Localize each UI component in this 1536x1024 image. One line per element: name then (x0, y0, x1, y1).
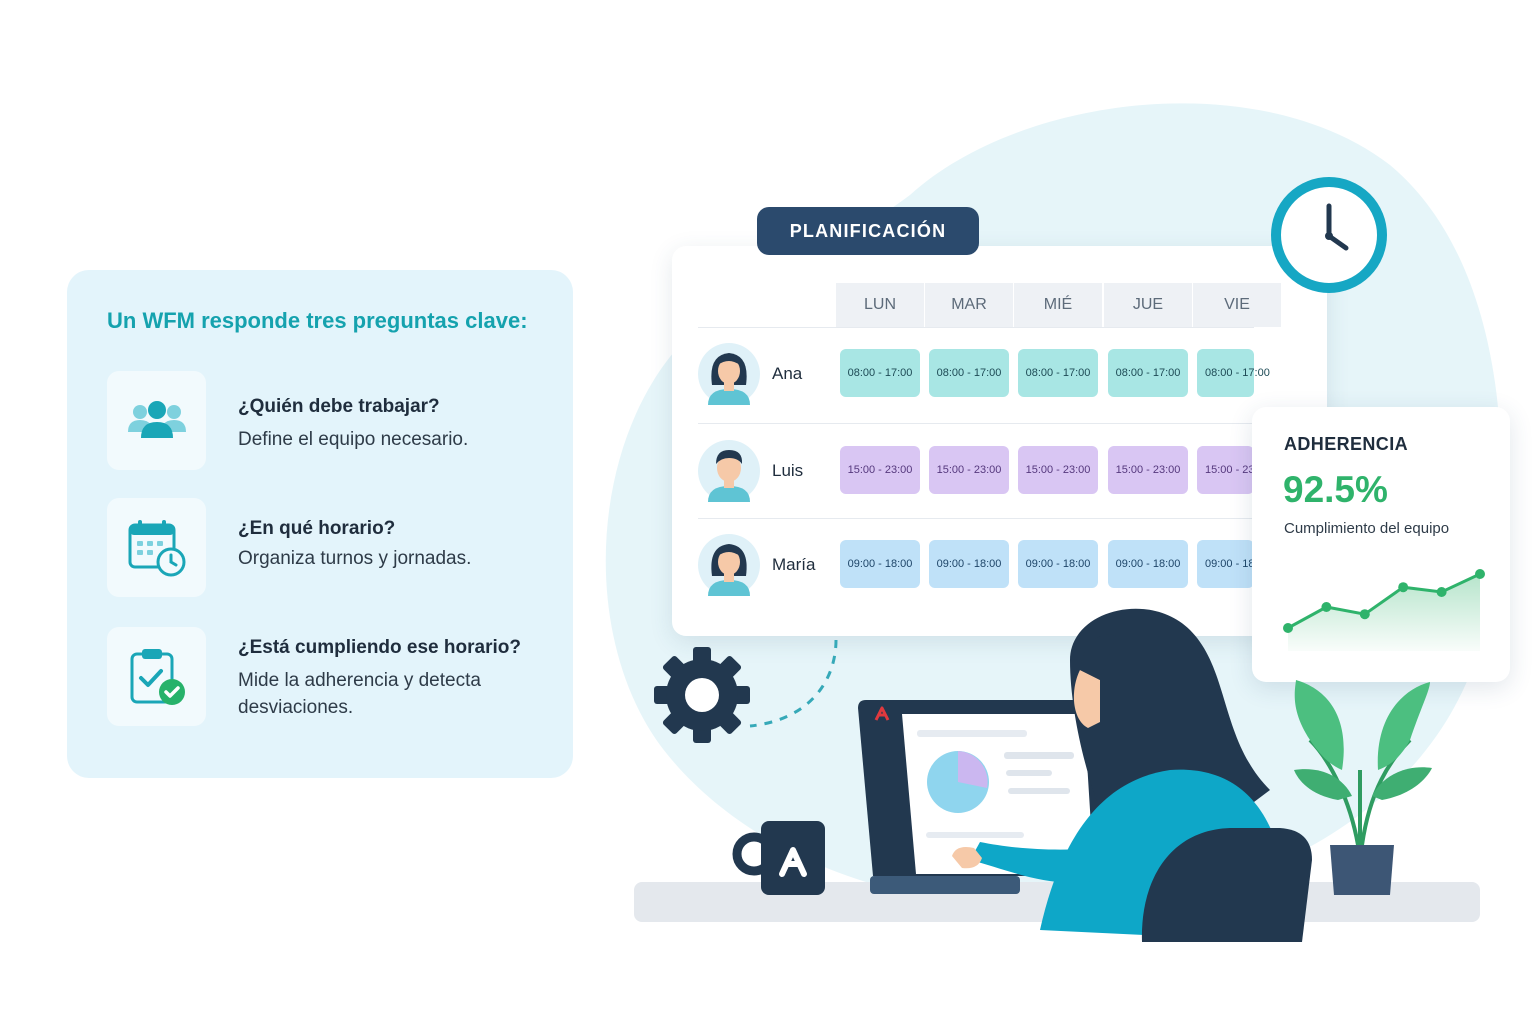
shift-cell: 08:00 - 17:00 (1108, 349, 1188, 397)
question-text-1: ¿Quién debe trabajar? Define el equipo n… (238, 395, 558, 453)
question-icon-box (107, 371, 206, 470)
gear-icon (654, 639, 838, 743)
shift-cell: 15:00 - 23:00 (1108, 446, 1188, 494)
shift-cell: 09:00 - 18:00 (929, 540, 1009, 588)
trend-point (1321, 602, 1332, 612)
question-description-line: Mide la adherencia y detecta (238, 670, 481, 691)
row-divider (698, 327, 1254, 328)
shift-cell: 09:00 - 18:00 (1018, 540, 1098, 588)
trend-point (1283, 623, 1293, 633)
trend-point (1359, 609, 1370, 620)
chair (1141, 828, 1312, 942)
question-description: Mide la adherencia y detecta desviacione… (238, 667, 558, 721)
question-title: ¿En qué horario? (238, 518, 396, 539)
trend-point (1475, 569, 1485, 579)
trend-line (1287, 572, 1481, 630)
day-header: MIÉ (1014, 283, 1102, 327)
calendar-clock-icon (128, 519, 185, 576)
day-header: LUN (836, 283, 924, 327)
shift-cell: 09:00 - 18:00 (840, 540, 920, 588)
laptop (858, 700, 1105, 894)
trend-point (1398, 582, 1409, 593)
shift-cell: 08:00 - 17:00 (929, 349, 1009, 397)
row-divider (698, 423, 1254, 424)
clock-icon (1271, 177, 1387, 293)
question-text-2: ¿En qué horario? Organiza turnos y jorna… (238, 517, 558, 572)
shift-cell: 15:00 - 23:00 (840, 446, 920, 494)
question-description-line: Define el equipo necesario. (238, 429, 469, 450)
desk-scene-illustration (634, 608, 1480, 942)
question-description-line: desviaciones. (238, 697, 354, 718)
shift-cell: 08:00 - 17:00 (1197, 349, 1270, 397)
question-description-line: Organiza turnos y jornadas. (238, 548, 472, 569)
shift-cell: 08:00 - 17:00 (840, 349, 920, 397)
row-divider (698, 518, 1254, 519)
adherence-value: 92.5% (1283, 469, 1388, 510)
shift-cell: 15:00 - 23:00 (1197, 446, 1270, 494)
info-title: Un WFM responde tres preguntas clave: (107, 308, 528, 333)
question-title: ¿Quién debe trabajar? (238, 396, 440, 417)
plant-illustration (1294, 680, 1432, 895)
shift-cell: 09:00 - 18:00 (1108, 540, 1188, 588)
clipboard-check-icon (130, 648, 185, 705)
day-header: MAR (925, 283, 1013, 327)
question-title: ¿Está cumpliendo ese horario? (238, 637, 521, 658)
day-header: VIE (1193, 283, 1281, 327)
adherence-trend-chart (1283, 569, 1485, 651)
planning-badge: PLANIFICACIÓN (757, 207, 979, 255)
question-icon-box (107, 498, 206, 597)
question-description: Organiza turnos y jornadas. (238, 545, 558, 572)
person-avatar (698, 534, 760, 596)
adherence-title: ADHERENCIA (1284, 434, 1409, 454)
info-card: Un WFM responde tres preguntas clave: ¿Q… (67, 270, 573, 778)
people-group-icon (127, 400, 186, 438)
question-icon-box (107, 627, 206, 726)
trend-area (1288, 574, 1480, 651)
person-name: Ana (772, 364, 803, 383)
person-avatar (698, 440, 760, 502)
person-name: María (772, 555, 816, 574)
person-avatar (698, 343, 760, 405)
shift-cell: 15:00 - 23:00 (1018, 446, 1098, 494)
question-description: Define el equipo necesario. (238, 426, 558, 453)
person-name: Luis (772, 461, 804, 480)
shift-cell: 08:00 - 17:00 (1018, 349, 1098, 397)
shift-cell: 15:00 - 23:00 (929, 446, 1009, 494)
shift-cell: 09:00 - 18:00 (1197, 540, 1270, 588)
question-text-3: ¿Está cumpliendo ese horario? Mide la ad… (238, 636, 558, 721)
mug-icon (732, 821, 825, 895)
trend-point (1436, 587, 1447, 597)
day-header: JUE (1104, 283, 1192, 327)
adherence-card: ADHERENCIA 92.5% Cumplimiento del equipo (1252, 407, 1510, 682)
adherence-subtitle: Cumplimiento del equipo (1284, 520, 1450, 537)
